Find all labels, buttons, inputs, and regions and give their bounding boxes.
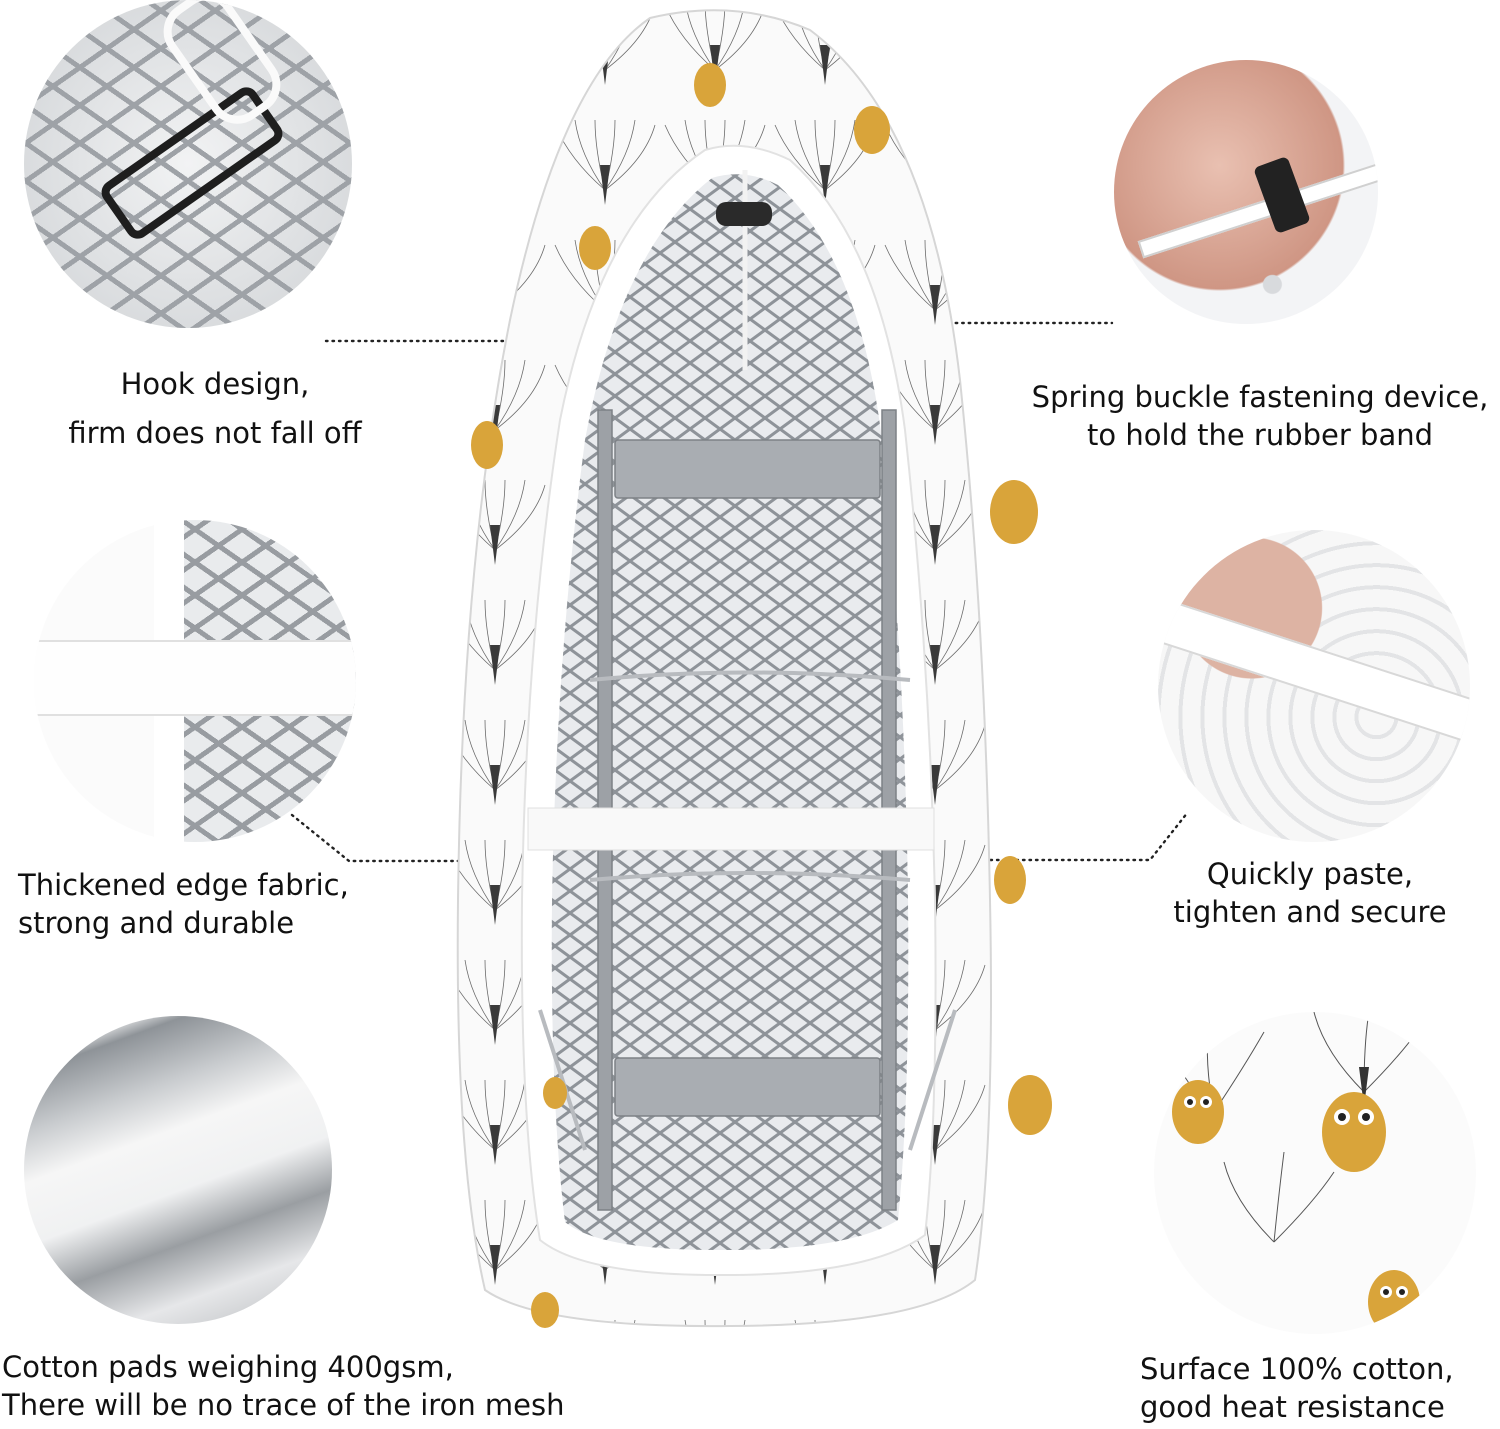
caption-spring-buckle: Spring buckle fastening device, to hold …	[1020, 378, 1500, 454]
caption-cotton-pad: Cotton pads weighing 400gsm, There will …	[2, 1348, 565, 1424]
caption-line: Hook design,	[120, 367, 310, 401]
spring-buckle-detail-photo	[1114, 60, 1378, 324]
caption-line: strong and durable	[18, 906, 295, 940]
caption-line: There will be no trace of the iron mesh	[2, 1388, 565, 1422]
cotton-pad-detail-photo	[24, 1016, 332, 1324]
caption-quick-paste: Quickly paste, tighten and secure	[1150, 855, 1470, 931]
caption-line: to hold the rubber band	[1086, 418, 1434, 452]
hook-detail-photo	[24, 0, 352, 328]
caption-line: tighten and secure	[1173, 895, 1447, 929]
caption-line: Spring buckle fastening device,	[1031, 380, 1489, 414]
caption-line: Quickly paste,	[1206, 857, 1414, 891]
caption-hook-design: Hook design, firm does not fall off	[40, 365, 390, 452]
velcro-strap-detail-photo	[1158, 530, 1470, 842]
caption-line: Cotton pads weighing 400gsm,	[2, 1350, 454, 1384]
caption-line: Thickened edge fabric,	[18, 868, 349, 902]
caption-line: firm does not fall off	[68, 416, 362, 450]
caption-line: good heat resistance	[1140, 1390, 1445, 1424]
cotton-surface-detail-photo	[1154, 1012, 1476, 1334]
caption-cotton-surface: Surface 100% cotton, good heat resistanc…	[1140, 1350, 1454, 1426]
edge-fabric-detail-photo	[34, 520, 356, 842]
caption-edge-fabric: Thickened edge fabric, strong and durabl…	[18, 866, 349, 942]
owl-prints	[471, 63, 1052, 1328]
caption-line: Surface 100% cotton,	[1140, 1352, 1454, 1386]
